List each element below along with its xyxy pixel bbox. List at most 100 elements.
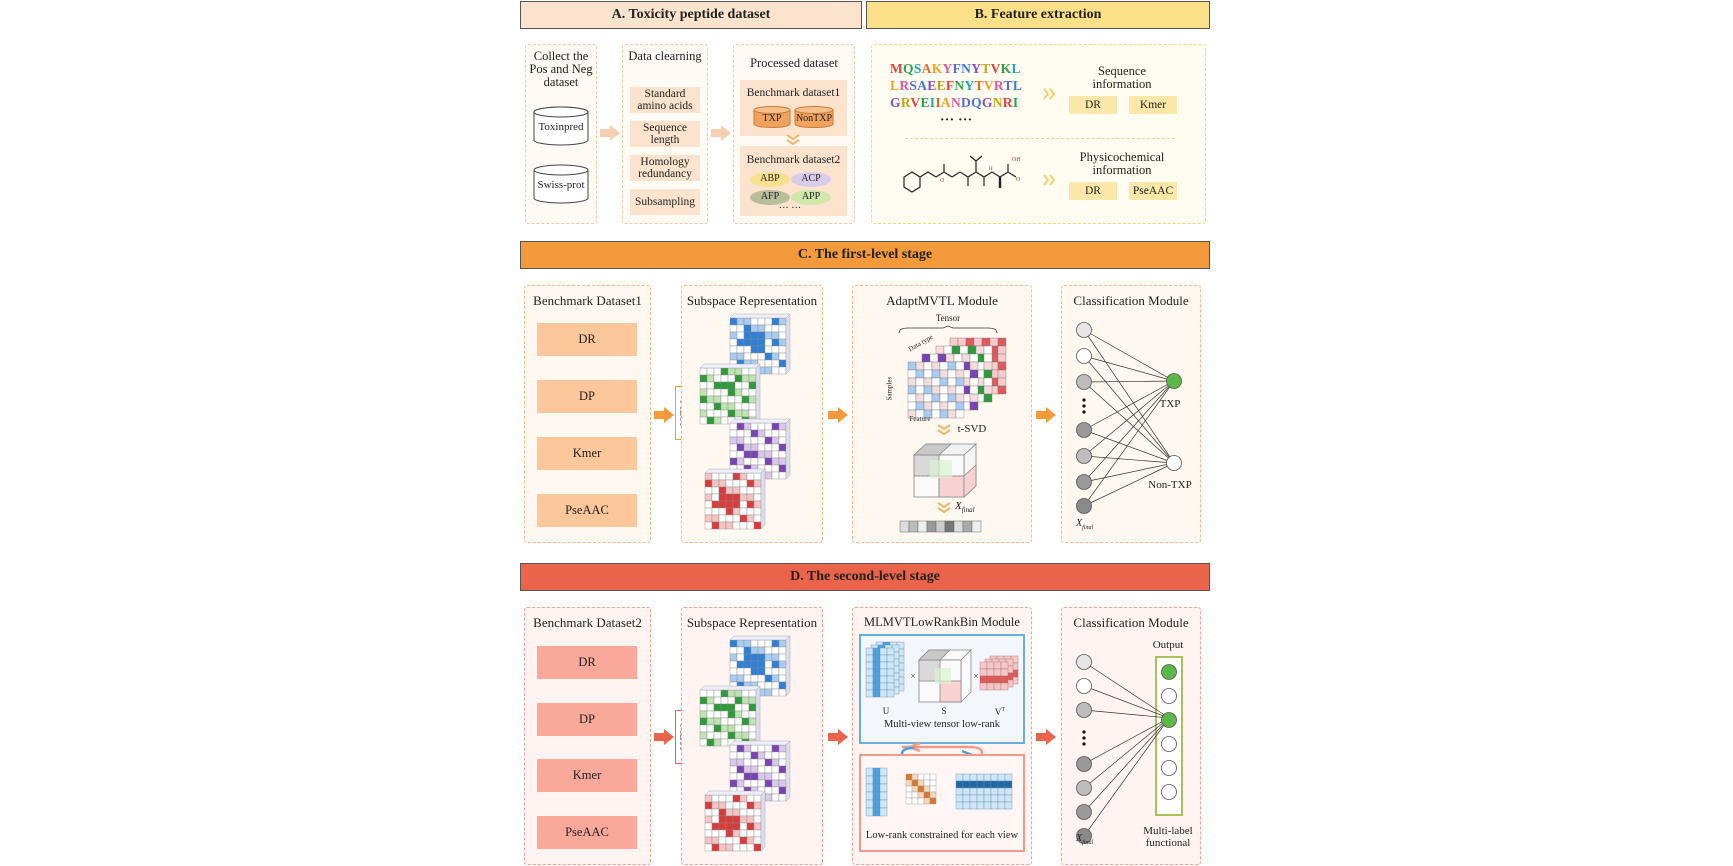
d-feature-pseaac: PseAAC — [537, 816, 637, 849]
svg-text:OH: OH — [1012, 157, 1021, 163]
nontxp-db-icon — [794, 106, 834, 128]
ellipsis-dot — [1082, 398, 1086, 402]
panel-b-header: B. Feature extraction — [866, 1, 1210, 29]
input-node — [1076, 702, 1092, 718]
c-cube-icon — [912, 443, 978, 498]
arrow-c3 — [828, 407, 848, 423]
double-chevron-right-icon — [1043, 88, 1056, 100]
ellipsis-dot — [1082, 742, 1086, 746]
c-classif-title: Classification Module — [1073, 293, 1189, 308]
input-node — [1076, 474, 1092, 490]
seq-letter: F — [945, 78, 955, 93]
xfinal-cell — [971, 520, 982, 533]
toxinpred-label: Toxinpred — [538, 121, 584, 133]
xfinal-cell — [944, 520, 955, 533]
toxinpred-db-icon — [533, 106, 589, 146]
seq-letter: D — [961, 95, 972, 110]
u-slice — [865, 647, 895, 698]
seq-letter: G — [981, 95, 993, 110]
xfinal-cell — [917, 520, 928, 533]
kmer-feature-b: Kmer — [1129, 96, 1177, 114]
ellipsis-dot — [1082, 404, 1086, 408]
seq-letter: N — [961, 61, 972, 76]
nontxp-output-label: Non-TXP — [1148, 479, 1192, 491]
seq-letter: T — [1003, 78, 1013, 93]
seq-letter: E — [936, 78, 946, 93]
seq-letter: V — [910, 95, 921, 110]
samples-label: Samples — [885, 376, 894, 401]
seq-letter: F — [952, 61, 962, 76]
seq-letter: R — [900, 95, 911, 110]
seq-letter: K — [931, 61, 943, 76]
input-node — [1076, 804, 1092, 820]
seq-letter: E — [920, 95, 930, 110]
lowrank-view-label: Low-rank constrained for each view — [865, 830, 1019, 841]
seq-letter: V — [983, 78, 994, 93]
per-view-matrices — [865, 767, 1013, 817]
d-bench-title: Benchmark Dataset2 — [533, 615, 642, 630]
subspace-matrix — [729, 635, 791, 697]
seq-letter: Q — [971, 95, 982, 110]
seq-letter: R — [993, 78, 1004, 93]
xfinal-cell — [953, 520, 964, 533]
s-label: S — [941, 706, 947, 716]
c-network — [1076, 322, 1182, 514]
subspace-matrix — [704, 468, 766, 530]
xfinal-cell — [908, 520, 919, 533]
c-feature-dr: DR — [537, 323, 637, 356]
c-subspace-matrices — [699, 313, 791, 530]
c-feature-pseaac: PseAAC — [537, 494, 637, 527]
txp-output-label: TXP — [1159, 398, 1181, 410]
panel-a-header: A. Toxicity peptide dataset — [520, 1, 862, 29]
arrow-d3 — [1036, 729, 1056, 745]
d-classif-title: Classification Module — [1073, 615, 1189, 630]
input-node — [1076, 828, 1092, 844]
nontxp-db-label: NonTXP — [795, 113, 833, 124]
output-node — [1161, 736, 1177, 752]
dr-feature-b1: DR — [1069, 96, 1117, 114]
seq-letter: R — [1002, 95, 1013, 110]
panel-c-header: C. The first-level stage — [520, 241, 1210, 269]
per-view-u — [865, 767, 888, 817]
input-node — [1076, 678, 1092, 694]
subspace-matrix — [729, 740, 791, 802]
input-node — [1076, 780, 1092, 796]
tensor-slice — [907, 361, 965, 419]
arrow-a2 — [711, 125, 731, 141]
per-view-s — [905, 773, 937, 805]
double-chevron-right-icon-2 — [1043, 174, 1056, 186]
seq-letter: T — [974, 78, 984, 93]
seq-letter: K — [1000, 61, 1012, 76]
svg-text:O: O — [1016, 177, 1021, 183]
input-node — [1076, 422, 1092, 438]
u-label: U — [882, 706, 890, 716]
ellipsis-dot — [1082, 410, 1086, 414]
tsvd-label: t-SVD — [957, 423, 987, 435]
seq-letter: A — [917, 78, 928, 93]
acp-badge: ACP — [791, 172, 831, 187]
seq-letter: I — [1012, 95, 1019, 110]
seq-letter: E — [927, 78, 937, 93]
times-2: × — [973, 671, 979, 681]
s-cube-icon — [918, 649, 972, 703]
c-net-xfinal-label: Xfinal — [1076, 518, 1094, 531]
vt-slice — [979, 661, 1009, 691]
seq-letter: V — [990, 61, 1001, 76]
seq-letter: Q — [903, 61, 914, 76]
input-node — [1076, 654, 1092, 670]
clean-step-4: Subsampling — [630, 189, 700, 215]
output-node — [1166, 373, 1182, 389]
d-feature-dr: DR — [537, 646, 637, 679]
xfinal-cell — [899, 520, 910, 533]
c-feature-dp: DP — [537, 380, 637, 413]
seq-letter: M — [890, 61, 904, 76]
feature-axis-label: Feature — [909, 415, 931, 423]
xfinal-cell — [962, 520, 973, 533]
ellipsis-dot — [1082, 730, 1086, 734]
collect-label: Collect the Pos and Neg dataset — [529, 49, 593, 90]
chevron-down-icon-tsvd — [937, 424, 951, 436]
d-network — [1076, 654, 1177, 844]
txp-db-label: TXP — [762, 113, 782, 124]
xfinal-cell — [935, 520, 946, 533]
subspace-matrix — [699, 363, 761, 425]
